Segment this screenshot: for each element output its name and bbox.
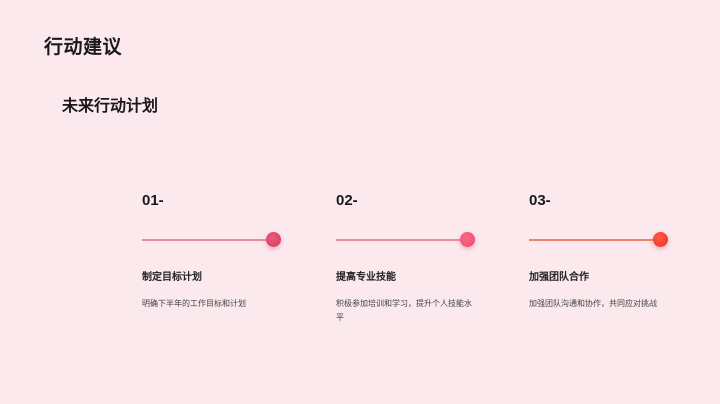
step-heading: 加强团队合作	[529, 272, 589, 283]
step-timeline	[336, 232, 486, 248]
step-timeline	[142, 232, 292, 248]
timeline-dot-icon	[460, 232, 475, 247]
step-heading: 制定目标计划	[142, 272, 202, 283]
step-description: 加强团队沟通和协作，共同应对挑战	[529, 299, 657, 308]
step-heading: 提高专业技能	[336, 272, 396, 283]
timeline-line	[529, 239, 657, 241]
timeline-dot-icon	[266, 232, 281, 247]
step-number: 03-	[529, 192, 551, 209]
timeline-dot-icon	[653, 232, 668, 247]
timeline-line	[142, 239, 270, 241]
step-number: 01-	[142, 192, 164, 209]
slide-title: 行动建议	[44, 36, 123, 58]
step-3: 03- 加强团队合作 加强团队沟通和协作，共同应对挑战	[529, 192, 679, 311]
step-description: 积极参加培训和学习，提升个人技能水平	[336, 299, 472, 322]
step-number: 02-	[336, 192, 358, 209]
timeline-line	[336, 239, 464, 241]
step-1: 01- 制定目标计划 明确下半年的工作目标和计划	[142, 192, 292, 311]
step-description: 明确下半年的工作目标和计划	[142, 299, 246, 308]
step-timeline	[529, 232, 679, 248]
step-2: 02- 提高专业技能 积极参加培训和学习，提升个人技能水平	[336, 192, 486, 325]
slide-subtitle: 未来行动计划	[62, 96, 159, 115]
